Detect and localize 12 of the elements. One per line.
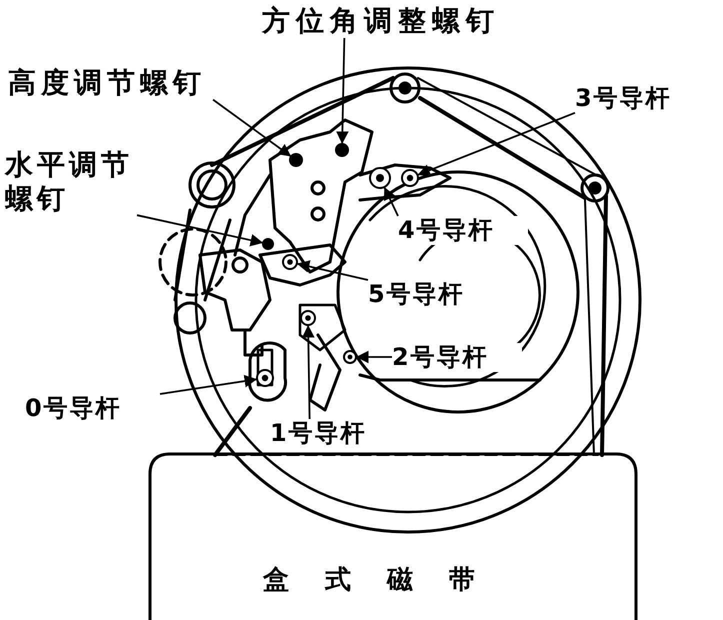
callout-label: 4号导杆 (398, 216, 528, 245)
leader-line (417, 112, 576, 176)
leader-line (356, 350, 392, 364)
leader-line (212, 98, 292, 158)
leader-line (336, 38, 349, 144)
leader-line (160, 374, 258, 395)
leader-line (136, 214, 264, 246)
cassette-label: 盒式磁带 (263, 564, 511, 597)
leader-line (302, 324, 315, 420)
leader-line (296, 260, 368, 281)
callout-label: 2号导杆 (392, 343, 522, 372)
leader-line (383, 186, 399, 216)
